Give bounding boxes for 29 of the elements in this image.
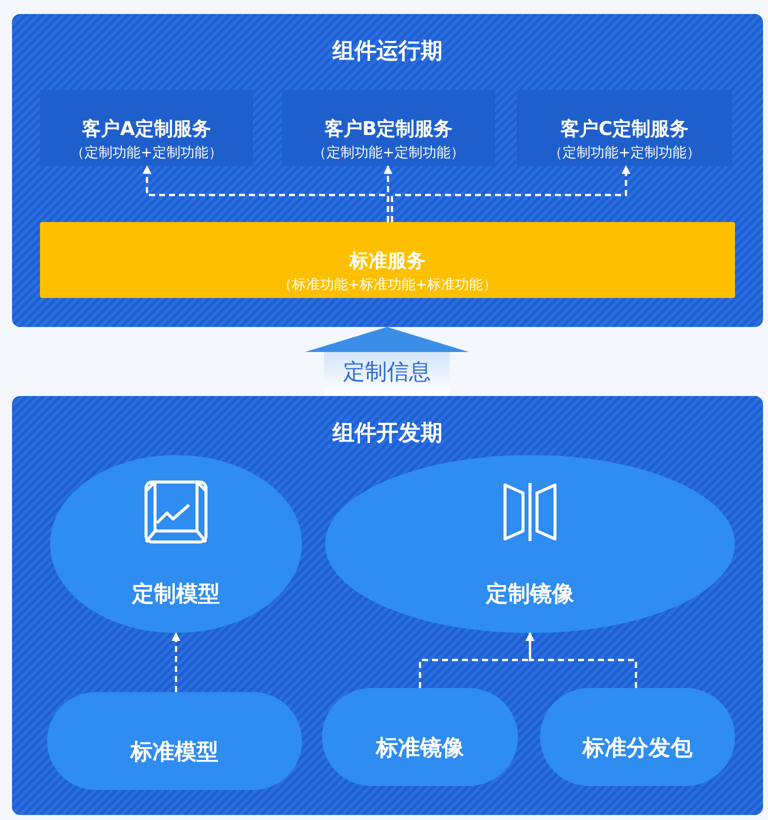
node-subtitle: （定制功能+定制功能） [70, 144, 222, 162]
node-title: 客户A定制服务 [82, 117, 211, 142]
edge-label: 定制信息 [343, 359, 431, 387]
panel-title: 组件开发期 [332, 420, 442, 448]
service-box [517, 90, 732, 166]
node-title: 标准模型 [130, 739, 218, 767]
phase-panel [12, 396, 763, 815]
dashed-arrow [384, 165, 392, 222]
phase-panel [12, 14, 763, 327]
node-title: 客户C定制服务 [560, 117, 688, 142]
service-box [40, 90, 253, 166]
node-title: 定制模型 [132, 580, 220, 609]
node-subtitle: （定制功能+定制功能） [548, 144, 700, 162]
component-ellipse [325, 455, 735, 633]
panel-title: 组件运行期 [332, 38, 442, 66]
service-box [40, 222, 735, 298]
node-title: 标准分发包 [582, 735, 692, 763]
dashed-arrow [526, 632, 638, 688]
node-title: 标准镜像 [376, 735, 464, 763]
node-subtitle: （定制功能+定制功能） [312, 144, 464, 162]
service-box [282, 90, 495, 166]
node-title: 定制镜像 [486, 580, 574, 609]
dashed-arrow [390, 165, 630, 222]
node-title: 标准服务 [350, 249, 426, 274]
component-ellipse [50, 455, 302, 633]
node-title: 客户B定制服务 [324, 117, 453, 142]
block-arrow [305, 327, 469, 396]
node-subtitle: （标准功能+标准功能+标准功能） [278, 276, 498, 294]
dashed-arrow [172, 632, 180, 692]
